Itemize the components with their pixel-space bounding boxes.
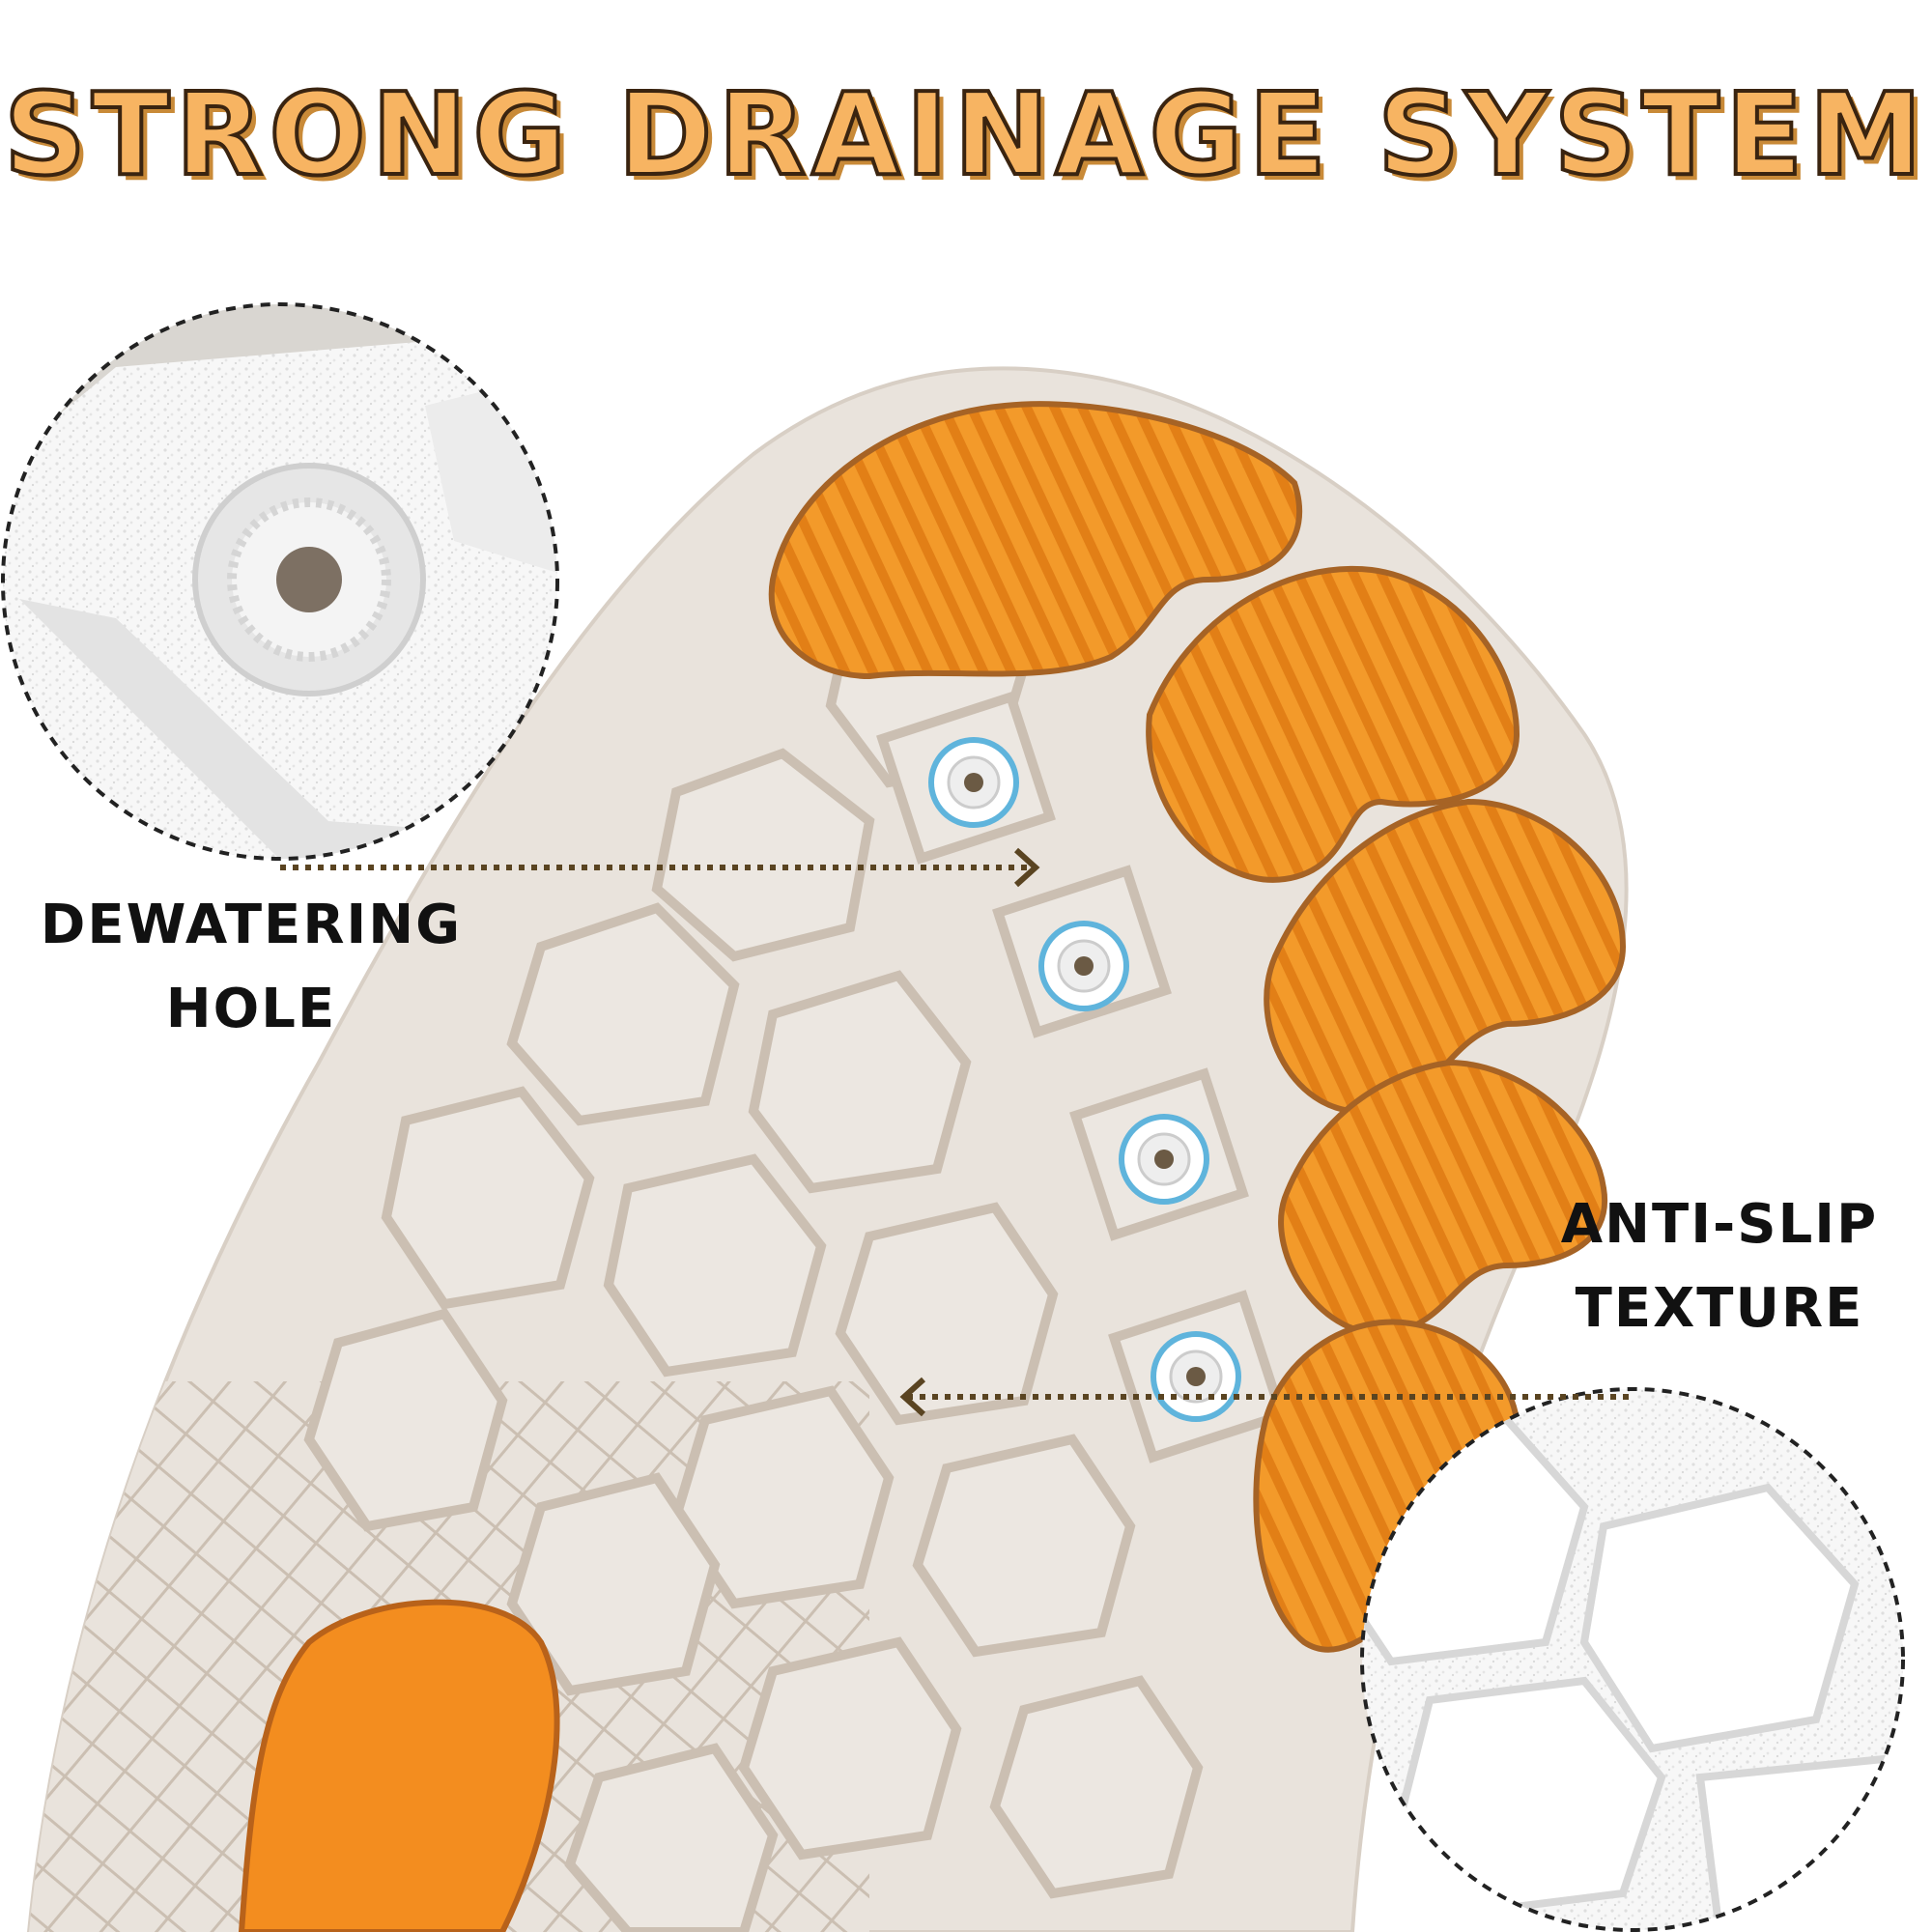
- shoe-sole: [26, 366, 1629, 1932]
- hole-panels: [876, 691, 1288, 1463]
- drainage-hole: [1119, 1114, 1209, 1205]
- dewatering-hole-label: DEWATERING HOLE: [39, 884, 464, 1052]
- tread-blocks: [303, 583, 1204, 1932]
- drainage-hole: [1151, 1331, 1241, 1422]
- toe-pads: [768, 401, 1627, 1653]
- antislip-label-line1: ANTI-SLIP: [1560, 1193, 1879, 1256]
- anti-slip-arrowhead: [899, 1377, 926, 1417]
- drainage-hole: [1038, 921, 1129, 1011]
- drainage-hole: [928, 737, 1019, 828]
- drainage-holes: [928, 737, 1241, 1422]
- dewatering-arrowhead: [1013, 847, 1040, 888]
- dewatering-label-line1: DEWATERING: [40, 894, 463, 956]
- antislip-label-line2: TEXTURE: [1575, 1276, 1864, 1340]
- dewatering-hole-zoom: [1, 302, 559, 861]
- dewatering-label-line2: HOLE: [165, 977, 337, 1040]
- arch-pad: [238, 1599, 560, 1932]
- anti-slip-texture-label: ANTI-SLIP TEXTURE: [1526, 1183, 1913, 1351]
- anti-slip-texture-zoom: [1360, 1387, 1905, 1932]
- headline: STRONG DRAINAGE SYSTEM: [2, 66, 1928, 203]
